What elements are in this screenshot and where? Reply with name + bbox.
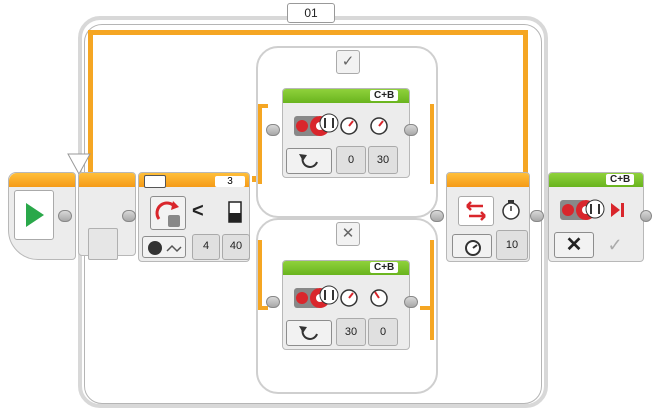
motor-false-mode-button[interactable] — [286, 320, 332, 346]
threshold-icon — [228, 201, 242, 223]
branch-wire-true-left — [258, 104, 262, 184]
sensor-port-button[interactable] — [142, 236, 186, 258]
branch-wire-true-top — [258, 104, 268, 108]
motor-false-steering-field[interactable]: 30 — [336, 318, 366, 346]
motor-true-steering-field[interactable]: 0 — [336, 146, 366, 174]
start-connector[interactable] — [58, 210, 72, 222]
power-gauge-icon-3 — [340, 289, 358, 307]
branch-wire-false-bottom — [258, 306, 268, 310]
brake-check-icon[interactable]: ✓ — [607, 235, 623, 255]
power-gauge-icon — [340, 117, 358, 135]
threshold-a-field[interactable]: 4 — [192, 234, 220, 260]
motor-true-ports[interactable]: C+B — [370, 90, 399, 101]
branch-wire-true-right — [430, 104, 434, 184]
motor-false-power-field[interactable]: 0 — [368, 318, 398, 346]
switch-out-connector[interactable] — [430, 210, 444, 222]
motor-stop-ports[interactable]: C+B — [606, 174, 635, 185]
wait-value-field[interactable]: 10 — [496, 230, 528, 260]
switch-in-connector[interactable] — [122, 210, 136, 222]
steering-icon-3 — [585, 199, 605, 219]
wait-sensor-button[interactable] — [452, 234, 492, 258]
branch-wire-stub — [252, 176, 256, 182]
wait-mode-button[interactable] — [458, 196, 494, 226]
play-icon — [26, 203, 44, 227]
loop-wire-right — [523, 30, 528, 180]
branch-wire-false-left — [258, 240, 262, 310]
threshold-b-field[interactable]: 40 — [222, 234, 250, 260]
branch-wire-false-out — [420, 306, 434, 310]
steering-icon — [319, 113, 339, 133]
sensor-mode-button[interactable] — [150, 196, 186, 230]
loop-wire-left — [88, 30, 93, 180]
brake-off-icon: ✕ — [565, 234, 583, 256]
loop-wire-top — [88, 30, 528, 35]
switch-view-toggle-icon[interactable] — [144, 175, 166, 188]
case-true-tab[interactable]: ✓ — [336, 50, 360, 74]
power-gauge-icon-2 — [370, 117, 388, 135]
rotate-icon-2 — [299, 326, 318, 340]
motor-true-mode-button[interactable] — [286, 148, 332, 174]
power-gauge-icon-4 — [370, 289, 388, 307]
stop-icon — [611, 203, 624, 217]
stop-out-connector[interactable] — [640, 210, 652, 222]
loop-mode-selector[interactable] — [88, 228, 118, 260]
stopwatch-icon — [465, 240, 481, 256]
motor-true-out-connector[interactable] — [404, 124, 418, 136]
timer-icon — [502, 200, 520, 220]
switch-port-value[interactable]: 3 — [215, 176, 245, 187]
motor-false-out-connector[interactable] — [404, 296, 418, 308]
motor-false-ports[interactable]: C+B — [370, 262, 399, 273]
case-false-tab[interactable]: ✕ — [336, 222, 360, 246]
rotate-icon — [299, 154, 318, 168]
motor-true-in-connector[interactable] — [266, 124, 280, 136]
motor-stop-mode-button[interactable]: ✕ — [554, 232, 594, 258]
branch-wire-false-right — [430, 240, 434, 340]
motor-true-power-field[interactable]: 30 — [368, 146, 398, 174]
motor-false-in-connector[interactable] — [266, 296, 280, 308]
loop-name-label[interactable]: 01 — [287, 3, 335, 23]
wait-out-connector[interactable] — [530, 210, 544, 222]
steering-icon-2 — [319, 285, 339, 305]
start-button[interactable] — [14, 190, 54, 240]
wait-loop-icon — [466, 201, 486, 221]
rotation-sensor-icon — [155, 201, 180, 227]
loop-entry-arrow-icon — [67, 153, 91, 176]
compare-operator[interactable]: < — [192, 200, 204, 222]
touch-sensor-icon — [148, 241, 182, 255]
